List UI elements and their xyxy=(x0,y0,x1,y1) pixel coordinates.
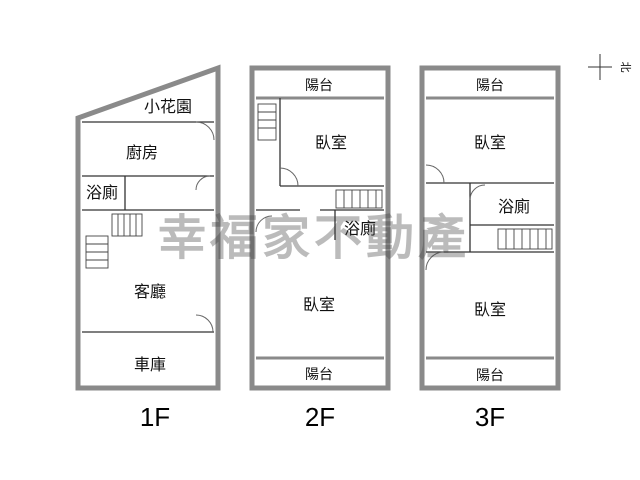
floor-3f-outer-wall xyxy=(419,65,561,391)
room-label-3f-bath: 浴廁 xyxy=(498,197,530,216)
floor-1f-stairs xyxy=(85,213,143,269)
room-label-2f-bath: 浴廁 xyxy=(344,219,376,238)
room-label-3f-balcony-top: 陽台 xyxy=(476,78,504,94)
floor-2f: 陽台 臥室 浴廁 臥室 陽台 2F xyxy=(249,65,391,432)
floor-2f-outer-wall xyxy=(249,65,391,391)
floor-2f-inner-walls xyxy=(256,96,384,360)
room-label-3f-bedroom-top: 臥室 xyxy=(474,133,506,152)
compass: 北 xyxy=(588,54,632,80)
room-label-2f-balcony-bottom: 陽台 xyxy=(305,367,333,383)
floor-3f: 陽台 臥室 浴廁 臥室 陽台 3F xyxy=(419,65,561,432)
floor-3f-doors xyxy=(425,164,486,271)
floor-3f-inner-walls xyxy=(426,96,554,360)
floor-1f: 小花園 廚房 浴廁 客廳 車庫 1F xyxy=(75,64,221,432)
room-label-2f-bedroom-main: 臥室 xyxy=(303,295,335,314)
room-label-3f-bedroom-bottom: 臥室 xyxy=(474,300,506,319)
floor-label-2f: 2F xyxy=(305,402,335,432)
floor-3f-stairs xyxy=(497,228,553,250)
floor-label-1f: 1F xyxy=(140,402,170,432)
floor-1f-doors xyxy=(195,121,215,333)
room-label-1f-garage: 車庫 xyxy=(134,355,166,374)
watermark: 幸福家不動產 xyxy=(158,210,470,266)
room-label-1f-living: 客廳 xyxy=(134,282,166,301)
floor-label-3f: 3F xyxy=(475,402,505,432)
floor-1f-outer-wall xyxy=(75,64,221,391)
room-label-1f-kitchen: 廚房 xyxy=(126,143,158,162)
room-label-1f-bath: 浴廁 xyxy=(86,183,118,202)
floor-2f-stairs xyxy=(257,103,383,209)
room-label-2f-balcony-top: 陽台 xyxy=(305,78,333,94)
compass-label: 北 xyxy=(619,62,632,73)
room-label-1f-garden: 小花園 xyxy=(144,97,192,116)
floor-1f-inner-walls xyxy=(82,121,214,333)
floor-2f-doors xyxy=(255,167,299,233)
room-label-3f-balcony-bottom: 陽台 xyxy=(476,368,504,384)
room-label-2f-bedroom-top: 臥室 xyxy=(315,133,347,152)
